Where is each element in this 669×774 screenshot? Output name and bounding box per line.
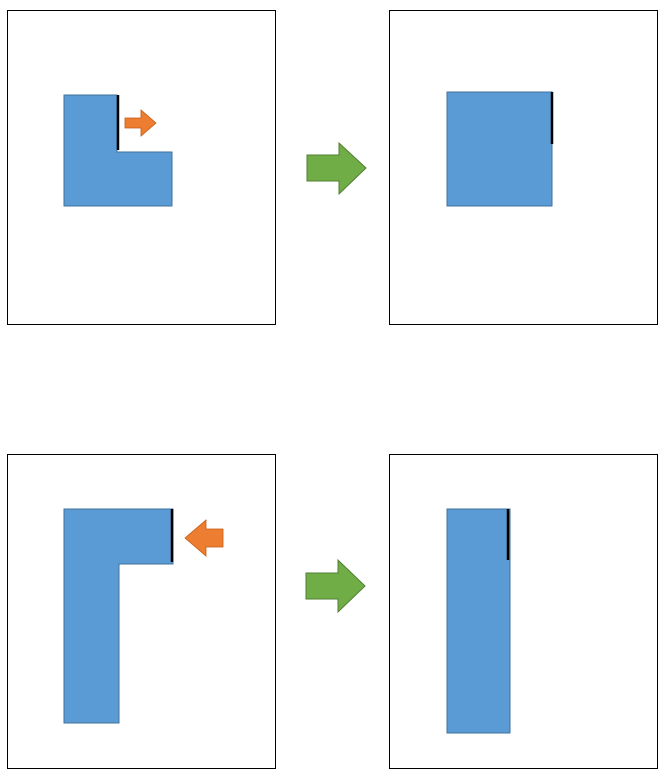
push-arrow-right-icon — [124, 109, 157, 137]
push-arrow-left-icon — [184, 519, 224, 557]
row2-after-svg — [446, 508, 511, 734]
row2-before-svg — [63, 508, 224, 724]
row1-before-svg — [63, 94, 173, 207]
row1-before-panel — [7, 10, 276, 325]
inverted-l-shape — [63, 508, 174, 724]
row1-after-panel — [389, 10, 658, 325]
row2-after-panel — [389, 454, 658, 769]
tall-rectangle-shape — [446, 508, 511, 734]
transition-arrow-icon — [305, 558, 366, 614]
row1-after-svg — [446, 91, 554, 207]
row2-before-panel — [7, 454, 276, 769]
square-shape — [446, 91, 553, 207]
transition-arrow-icon — [306, 141, 367, 196]
